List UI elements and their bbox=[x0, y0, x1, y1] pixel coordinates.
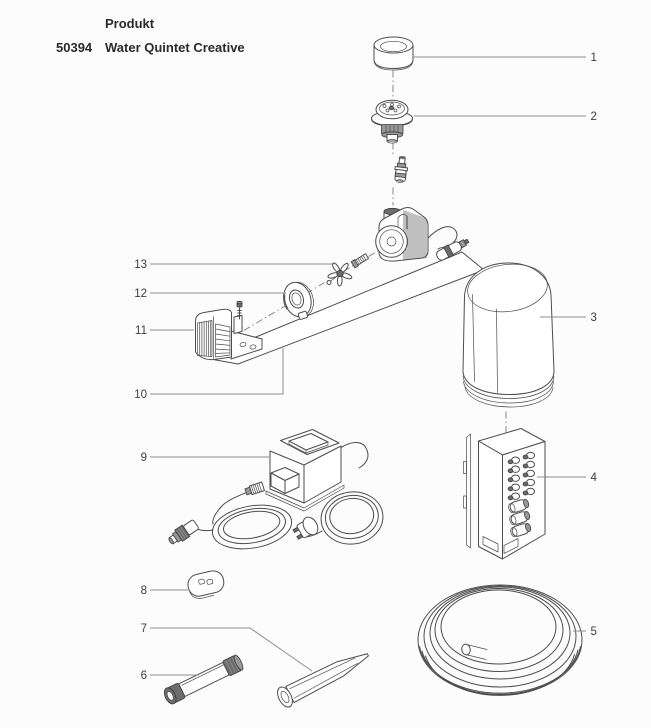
product-column-header: Produkt bbox=[105, 16, 155, 31]
callout-lines bbox=[150, 56, 586, 676]
callout-label-3: 3 bbox=[591, 312, 597, 324]
callout-label-10: 10 bbox=[134, 389, 147, 401]
callout-label-2: 2 bbox=[591, 111, 597, 123]
screw bbox=[236, 300, 243, 320]
part-6-extension-tube bbox=[163, 654, 244, 705]
callout-label-7: 7 bbox=[141, 623, 147, 635]
lamp-connector bbox=[168, 519, 199, 545]
part-5-hose-coil bbox=[417, 584, 583, 696]
part-8-remote-control bbox=[187, 570, 225, 599]
part-10-base-plate bbox=[204, 251, 485, 365]
product-name: Water Quintet Creative bbox=[105, 40, 245, 55]
part-4-control-unit bbox=[463, 428, 546, 560]
nozzle-connector bbox=[394, 155, 409, 184]
callout-labels: 1 2 3 4 5 6 7 8 9 10 11 12 13 bbox=[134, 52, 597, 682]
part-12-pump-cover bbox=[282, 281, 314, 320]
callout-label-1: 1 bbox=[591, 52, 597, 64]
control-unit-outlets bbox=[508, 499, 532, 538]
pump-unit bbox=[375, 207, 470, 262]
callout-label-6: 6 bbox=[141, 670, 147, 682]
power-plug bbox=[292, 516, 319, 540]
callout-label-8: 8 bbox=[141, 585, 147, 597]
part-9-transformer bbox=[168, 429, 384, 550]
callout-label-12: 12 bbox=[134, 288, 147, 300]
callout-label-4: 4 bbox=[591, 472, 598, 484]
control-unit-nozzle-screws bbox=[507, 451, 535, 501]
part-7-ground-stake bbox=[277, 653, 369, 708]
part-11-pump-housing bbox=[195, 300, 263, 361]
part-2-nozzle-head bbox=[371, 99, 413, 144]
article-number: 50394 bbox=[56, 40, 93, 55]
callout-label-5: 5 bbox=[591, 626, 597, 638]
callout-label-13: 13 bbox=[134, 259, 147, 271]
part-1-cover-cap bbox=[373, 36, 414, 71]
callout-label-9: 9 bbox=[141, 452, 147, 464]
part-3-housing-cover bbox=[462, 262, 555, 408]
part-13-impeller bbox=[326, 253, 370, 287]
callout-label-11: 11 bbox=[135, 325, 147, 337]
cable-gland bbox=[244, 481, 265, 496]
